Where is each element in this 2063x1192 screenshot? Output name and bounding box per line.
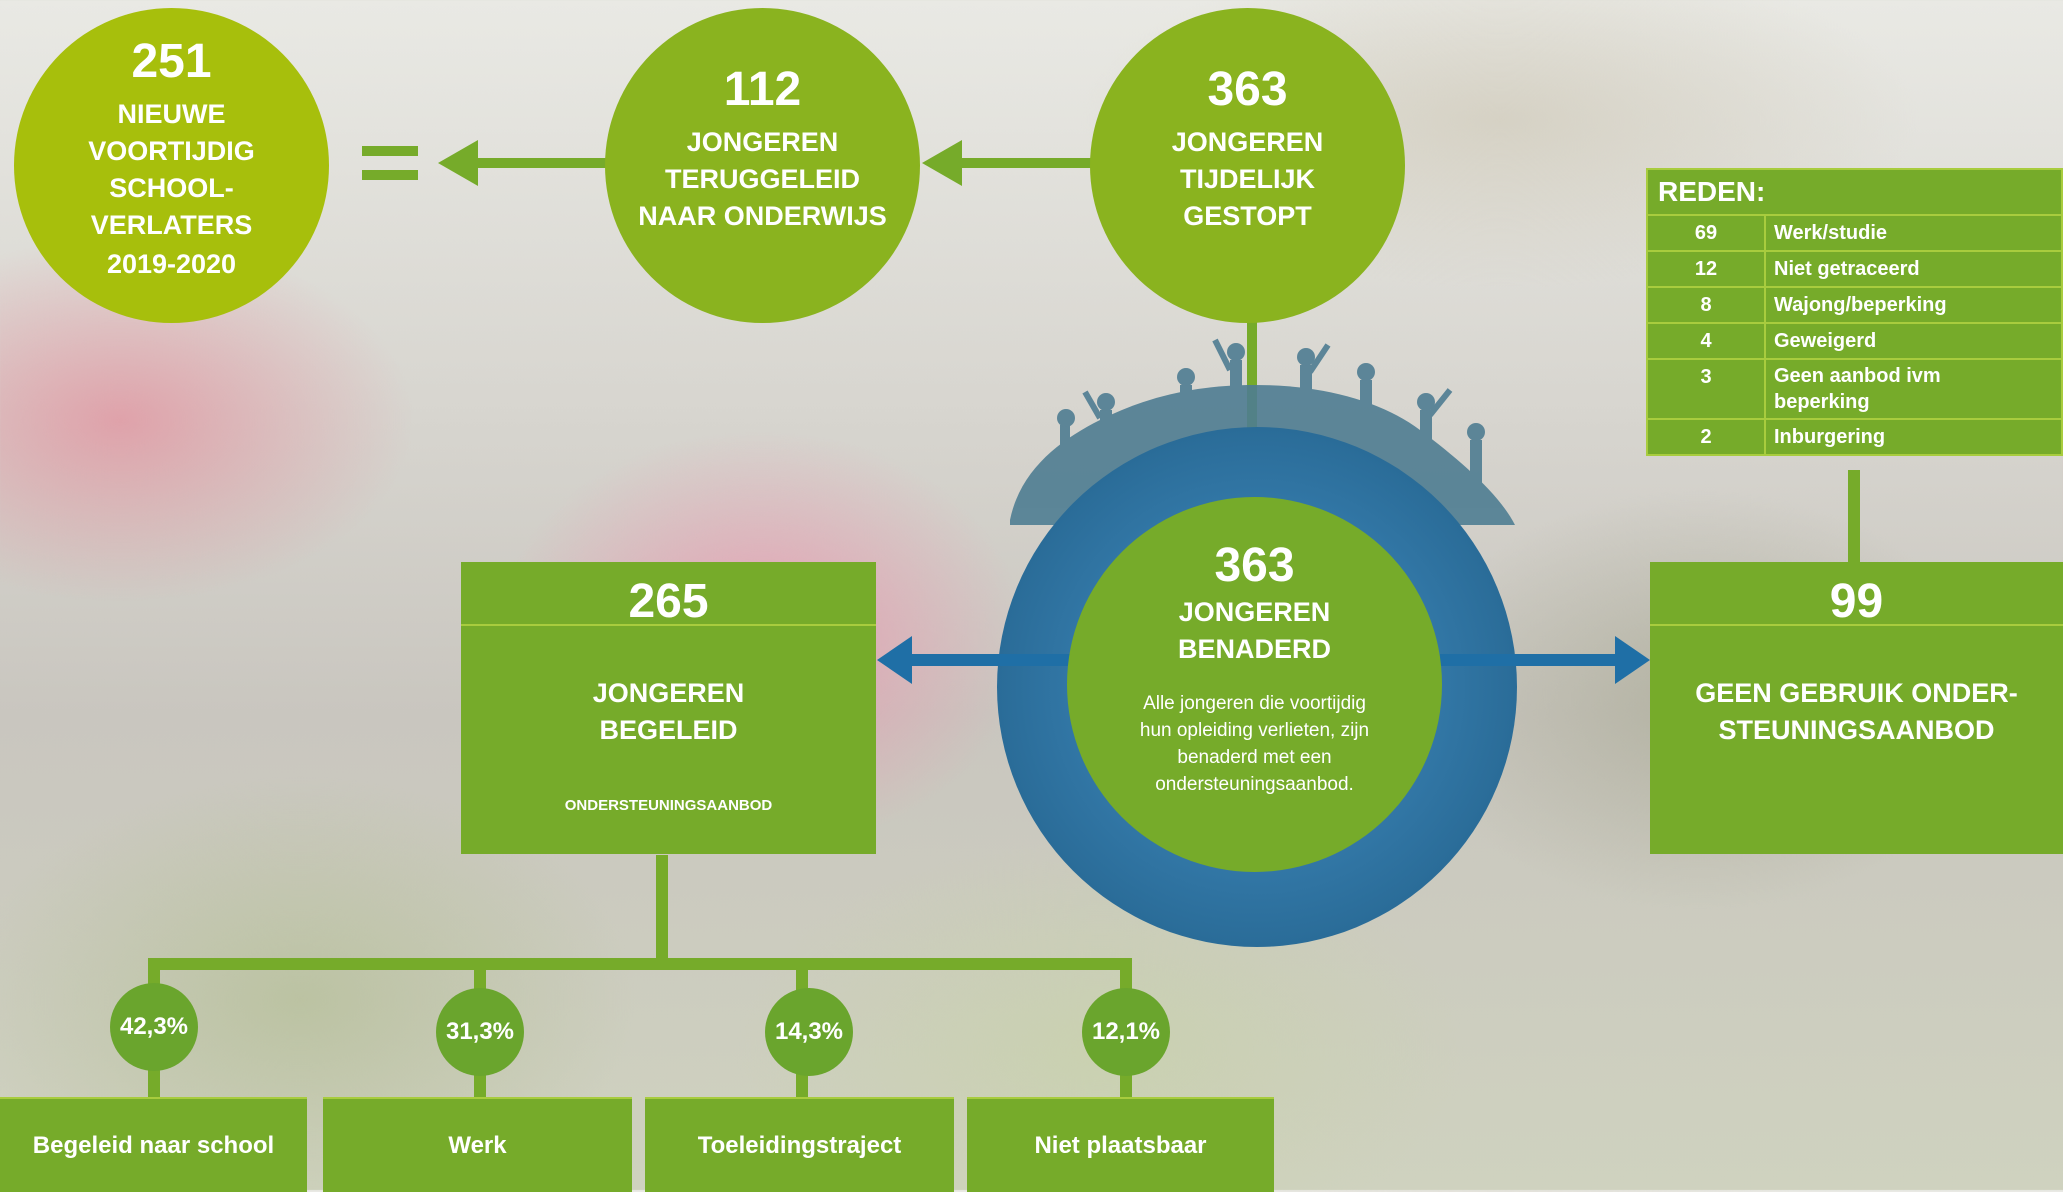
box-no-use: 99 GEEN GEBRUIK ONDER- STEUNINGSAANBOD (1650, 562, 2063, 854)
outcome-box: Begeleid naar school (0, 1097, 307, 1192)
circle-returned-education: 112 JONGEREN TERUGGELEID NAAR ONDERWIJS (605, 8, 920, 323)
dropouts-caption: NIEUWE VOORTIJDIG SCHOOL- VERLATERS 2019… (88, 99, 255, 279)
arrow-363-to-112 (922, 140, 1095, 186)
outcome-box: Werk (323, 1097, 632, 1192)
outcome-tree (148, 855, 1132, 1100)
circle-new-dropouts: 251 NIEUWE VOORTIJDIG SCHOOL- VERLATERS … (14, 8, 329, 323)
approached-number: 363 (1214, 538, 1295, 592)
arrow-to-right-box (1440, 636, 1650, 684)
guided-number: 265 (628, 575, 709, 628)
returned-number: 112 (723, 63, 802, 116)
outcome-pct: 42,3% (110, 983, 198, 1071)
divider (461, 624, 876, 626)
reason-title: REDEN: (1646, 168, 2063, 216)
arrow-to-left-box (877, 636, 1070, 684)
circle-approached: 363 JONGEREN BENADERD Alle jongeren die … (1067, 497, 1442, 872)
arrow-112-to-251 (438, 140, 610, 186)
outcome-pct: 12,1% (1082, 988, 1170, 1076)
reason-connector (1848, 470, 1860, 562)
divider (1650, 624, 2063, 626)
stopped-number: 363 (1207, 63, 1288, 116)
stopped-caption: JONGEREN TIJDELIJK GESTOPT (1171, 127, 1324, 231)
box-guided: 265 JONGEREN BEGELEID ONDERSTEUNINGSAANB… (461, 562, 876, 854)
guided-caption: JONGEREN BEGELEID (592, 678, 745, 745)
approached-description: Alle jongeren die voortijdig hun opleidi… (1139, 692, 1370, 795)
circle-temporarily-stopped: 363 JONGEREN TIJDELIJK GESTOPT (1090, 8, 1405, 323)
approached-caption: JONGEREN BENADERD (1177, 596, 1331, 664)
equals-icon (362, 146, 418, 180)
outcome-pct: 14,3% (765, 988, 853, 1076)
dropouts-number: 251 (131, 35, 212, 88)
no-use-caption: GEEN GEBRUIK ONDER- STEUNINGSAANBOD (1695, 678, 2018, 745)
outcome-box: Toeleidingstraject (645, 1097, 954, 1192)
outcome-box: Niet plaatsbaar (967, 1097, 1274, 1192)
guided-sub: ONDERSTEUNINGSAANBOD (564, 797, 773, 814)
returned-caption: JONGEREN TERUGGELEID NAAR ONDERWIJS (638, 127, 887, 231)
outcome-pct: 31,3% (436, 988, 524, 1076)
no-use-number: 99 (1829, 575, 1884, 628)
